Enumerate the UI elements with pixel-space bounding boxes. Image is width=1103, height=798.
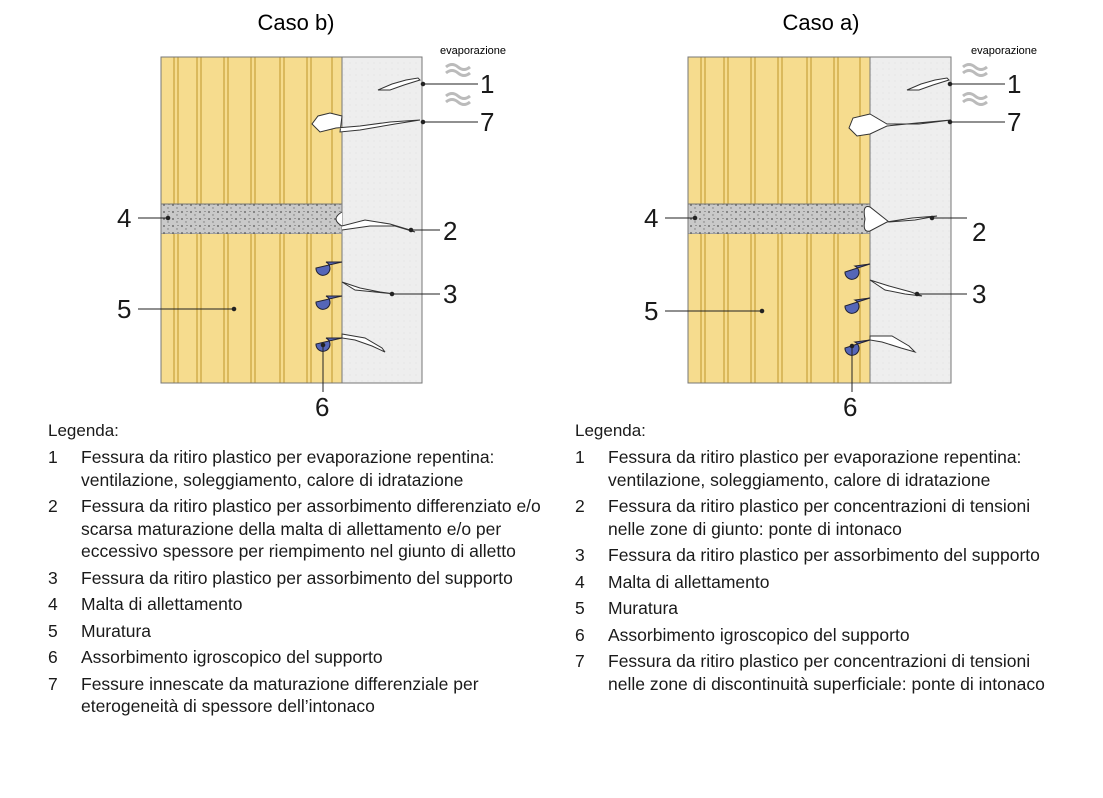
panel-caso-a: Caso a) evaporazione <box>527 0 1078 798</box>
crack-1 <box>377 77 421 91</box>
leader-lines <box>665 81 1005 392</box>
callout-6: 6 <box>315 392 329 420</box>
absorption-drops <box>315 261 343 352</box>
plaster-layer <box>341 56 423 384</box>
callout-4: 4 <box>117 203 131 233</box>
callout-3: 3 <box>443 279 457 309</box>
evaporation-waves-icon <box>445 63 471 106</box>
crack-1 <box>906 77 950 91</box>
masonry-upper <box>161 57 342 204</box>
crack-2 <box>863 206 938 232</box>
crack-3b <box>869 335 917 354</box>
callout-1: 1 <box>480 69 494 99</box>
absorption-drops <box>844 263 871 356</box>
callout-7: 7 <box>1007 107 1021 137</box>
evaporation-label: evaporazione <box>440 45 506 57</box>
mortar-joint <box>160 203 343 235</box>
drop-icon <box>844 339 871 356</box>
callout-5: 5 <box>644 296 658 326</box>
drop-icon <box>844 263 871 280</box>
callout-5: 5 <box>117 294 131 324</box>
callout-6: 6 <box>843 392 857 420</box>
drop-icon <box>315 337 343 352</box>
mortar-joint <box>687 203 871 235</box>
callout-4: 4 <box>644 203 658 233</box>
drop-icon <box>315 295 343 310</box>
legend-title: Legenda: <box>48 421 119 440</box>
evaporation-label: evaporazione <box>971 45 1037 57</box>
crack-7 <box>848 113 952 137</box>
diagram-caso-b: Caso b) evaporazione <box>117 10 506 420</box>
crack-3a <box>869 279 923 297</box>
evaporation-waves-icon <box>962 63 988 106</box>
panel-title: Caso a) <box>782 10 859 35</box>
callout-2: 2 <box>972 217 986 247</box>
diagram-caso-a: Caso a) evaporazione <box>644 10 1037 420</box>
callout-1: 1 <box>1007 69 1021 99</box>
masonry-lower <box>688 234 870 383</box>
drop-icon <box>844 297 871 314</box>
panel-caso-b: Caso b) evaporazione <box>0 0 551 798</box>
drop-icon <box>315 261 343 276</box>
crack-7 <box>311 112 421 133</box>
legend-title: Legenda: <box>575 421 646 440</box>
callout-7: 7 <box>480 107 494 137</box>
panel-title: Caso b) <box>257 10 334 35</box>
leader-lines <box>138 81 478 392</box>
callout-2: 2 <box>443 216 457 246</box>
crack-3b <box>341 333 386 353</box>
callout-3: 3 <box>972 279 986 309</box>
masonry-upper <box>688 57 870 204</box>
